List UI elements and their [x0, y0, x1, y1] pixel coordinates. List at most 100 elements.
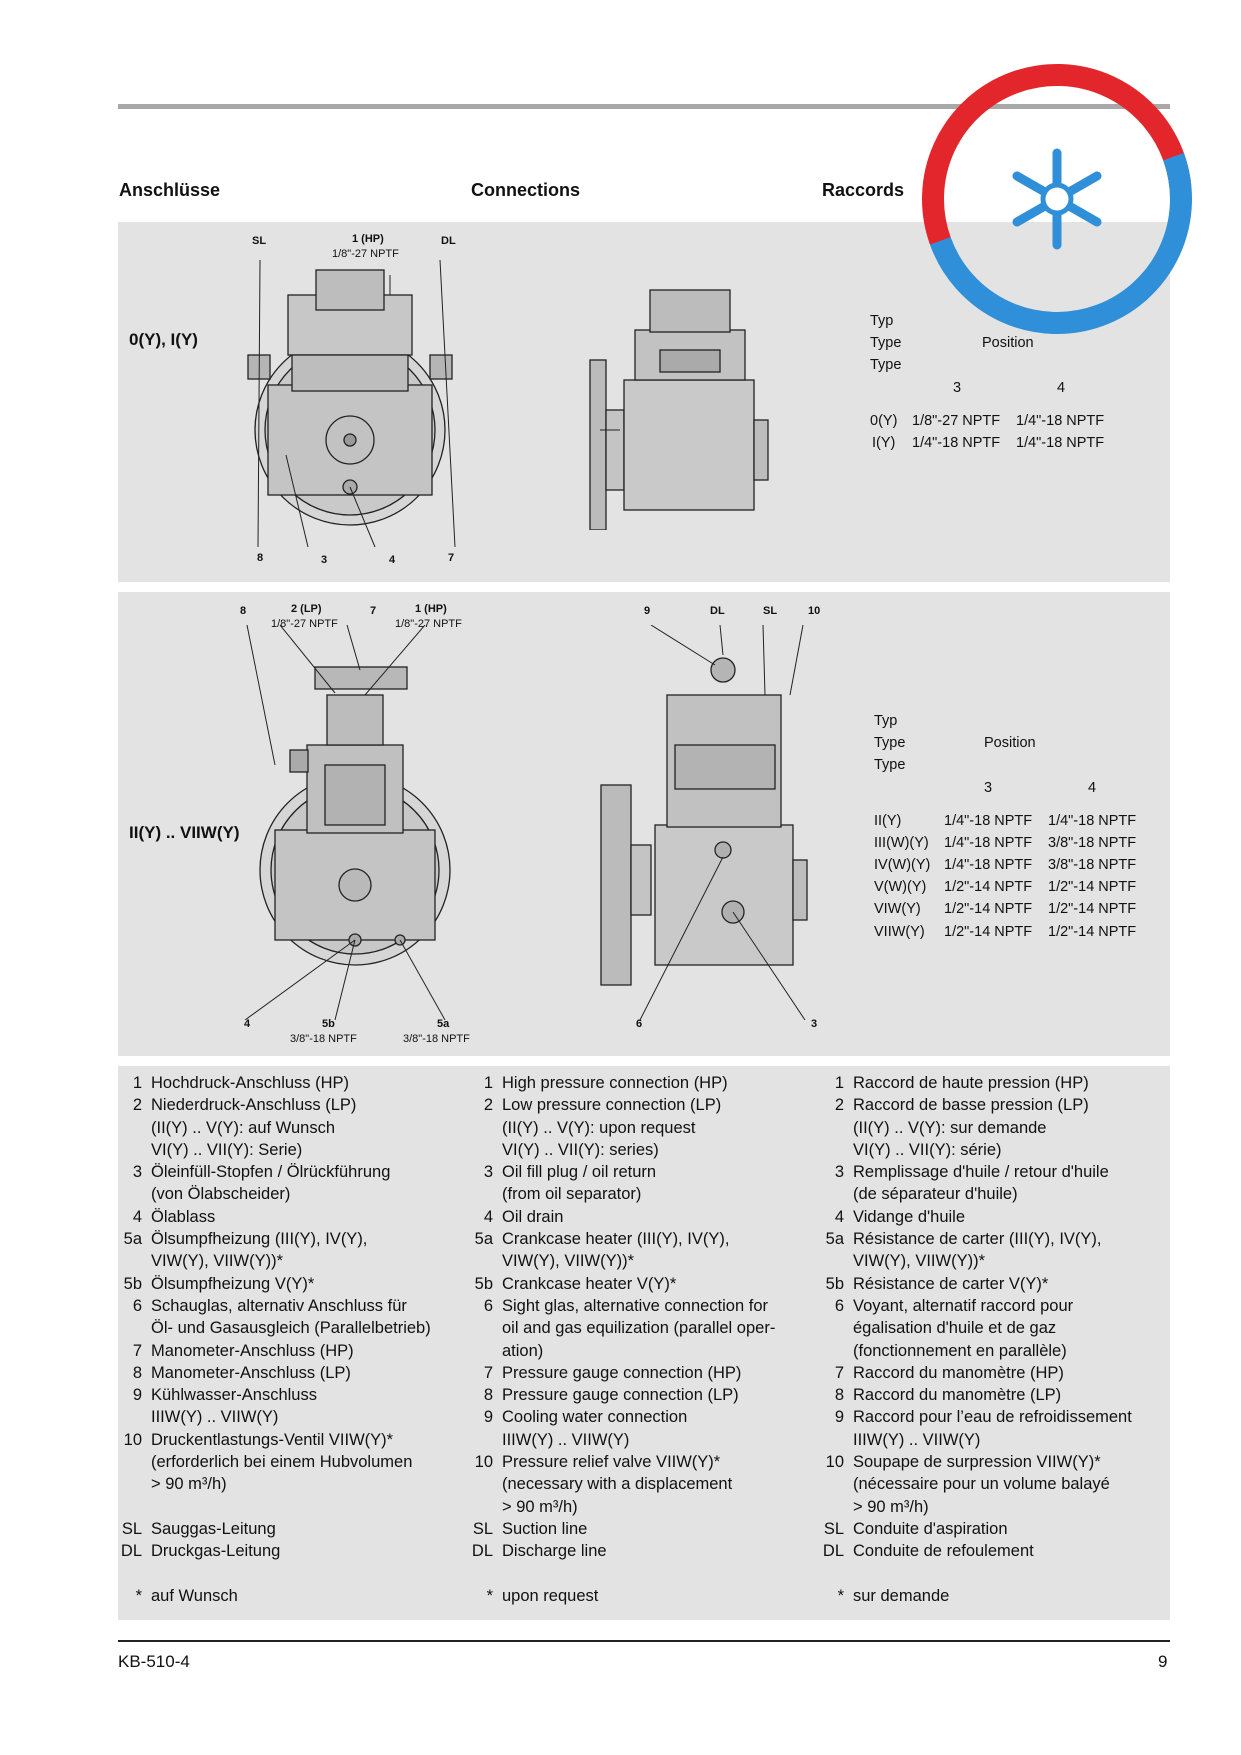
legend-item-text: sur demande [853, 1586, 950, 1605]
legend-item-number: * [486, 1586, 493, 1605]
legend-item-text: > 90 m³/h) [853, 1497, 929, 1516]
legend-item-text: VI(Y) .. VII(Y): série) [853, 1140, 1002, 1159]
legend-item-text: Schauglas, alternativ Anschluss für [151, 1296, 407, 1315]
table-bottom-row-p3: 1/2"-14 NPTF [944, 879, 1033, 895]
legend-item-number [469, 1429, 502, 1451]
legend-item-number [820, 1250, 853, 1272]
callout-10: 10 [808, 605, 821, 617]
legend-item-text: Druckgas-Leitung [151, 1542, 281, 1561]
legend-item-text: VI(Y) .. VII(Y): Serie) [151, 1140, 303, 1159]
legend-item-text: Crankcase heater V(Y)* [502, 1274, 677, 1293]
legend-item-text: Low pressure connection (LP) [502, 1096, 722, 1115]
legend-item-number: 8 [132, 1363, 142, 1382]
table-top-row-p4: 1/4"-18 NPTF [1016, 413, 1105, 429]
legend-item-number [469, 1563, 502, 1585]
legend-item-text: (von Ölabscheider) [151, 1185, 291, 1204]
legend-item-number [469, 1139, 502, 1161]
legend-item: VI(Y) .. VII(Y): series) [469, 1139, 809, 1161]
legend-item-text: Résistance de carter (III(Y), IV(Y), [853, 1230, 1102, 1249]
legend-item-number: 10 [123, 1430, 142, 1449]
legend-item-number: 6 [132, 1296, 142, 1315]
legend-item: SL Suction line [469, 1518, 809, 1540]
legend-item-number [820, 1317, 853, 1339]
callout-hp-thread: 1/8"-27 NPTF [395, 618, 462, 630]
heading-en: Connections [471, 180, 581, 200]
legend-item-number: 2 [834, 1096, 844, 1115]
callout-hp: 1 (HP) [352, 233, 384, 245]
table-top-row-p4: 1/4"-18 NPTF [1016, 435, 1105, 451]
heading-fr: Raccords [822, 180, 905, 200]
legend-item-text: Sauggas-Leitung [151, 1519, 276, 1538]
callout-5a: 5a [437, 1018, 450, 1030]
legend-item-text: Ölsumpfheizung (III(Y), IV(Y), [151, 1230, 368, 1249]
legend-item-number: * [837, 1586, 844, 1605]
legend-item-number: SL [823, 1519, 844, 1538]
legend-item: (from oil separator) [469, 1183, 809, 1205]
legend-item: ation) [469, 1340, 809, 1362]
legend-item-number [469, 1340, 502, 1362]
table-bottom-row-p4: 1/2"-14 NPTF [1048, 879, 1137, 895]
legend-item-text: High pressure connection (HP) [502, 1074, 728, 1092]
callout-5a-thread: 3/8"-18 NPTF [403, 1033, 470, 1045]
callout-sl: SL [252, 235, 267, 247]
legend-item-number: 5b [825, 1274, 844, 1293]
legend-item-text: (II(Y) .. V(Y): upon request [502, 1118, 696, 1137]
legend-item: IIIW(Y) .. VIIW(Y) [469, 1429, 809, 1451]
legend-item-number [469, 1250, 502, 1272]
header-rule [118, 104, 1170, 109]
legend-item-text: Raccord pour l’eau de refroidissement [853, 1408, 1132, 1427]
legend-item: VI(Y) .. VII(Y): Serie) [118, 1139, 458, 1161]
legend-item: *auf Wunsch [118, 1585, 458, 1607]
compressor-front-view-large [244, 625, 451, 1020]
legend-item-number: 3 [834, 1163, 844, 1182]
legend-item-number: 3 [132, 1163, 142, 1182]
document-id: KB-510-4 [118, 1652, 190, 1671]
legend-item-number: 4 [483, 1207, 493, 1226]
legend-item-number: SL [472, 1519, 493, 1538]
legend-item-number: 2 [132, 1096, 142, 1115]
table-bottom-row-type: II(Y) [874, 813, 902, 829]
legend-item-text: IIIW(Y) .. VIIW(Y) [853, 1430, 981, 1449]
legend-panel [118, 1066, 1170, 1620]
legend-item-number [118, 1406, 151, 1428]
legend-item-number: 6 [483, 1296, 493, 1315]
legend-item-text: Crankcase heater (III(Y), IV(Y), [502, 1230, 730, 1249]
legend-item-text: Soupape de surpression VIIW(Y)* [853, 1453, 1101, 1472]
legend-item-text: Manometer-Anschluss (LP) [151, 1363, 351, 1382]
table-top-col3: 3 [953, 380, 962, 396]
model-label-top: 0(Y), I(Y) [129, 330, 198, 349]
table-bottom-row-p4: 1/4"-18 NPTF [1048, 813, 1137, 829]
legend-item [118, 1563, 458, 1585]
legend-item: égalisation d'huile et de gaz [820, 1317, 1168, 1339]
legend-item-text [151, 1496, 458, 1518]
legend-item-text: Suction line [502, 1519, 588, 1538]
legend-item-number [469, 1117, 502, 1139]
legend-item-number [469, 1473, 502, 1495]
legend-item: (von Ölabscheider) [118, 1183, 458, 1205]
legend-item: > 90 m³/h) [820, 1496, 1168, 1518]
legend-item-text: Ölablass [151, 1207, 216, 1226]
legend-item-text: Ölsumpfheizung V(Y)* [151, 1274, 315, 1293]
legend-item-number [820, 1183, 853, 1205]
legend-item: IIIW(Y) .. VIIW(Y) [118, 1406, 458, 1428]
table-top-row-type: I(Y) [872, 435, 896, 451]
legend-item-number: 4 [834, 1207, 844, 1226]
legend-item-number: 7 [132, 1341, 142, 1360]
table-bottom-row-type: IV(W)(Y) [874, 857, 931, 873]
callout-sl: SL [763, 605, 778, 617]
legend-item-text [502, 1563, 809, 1585]
